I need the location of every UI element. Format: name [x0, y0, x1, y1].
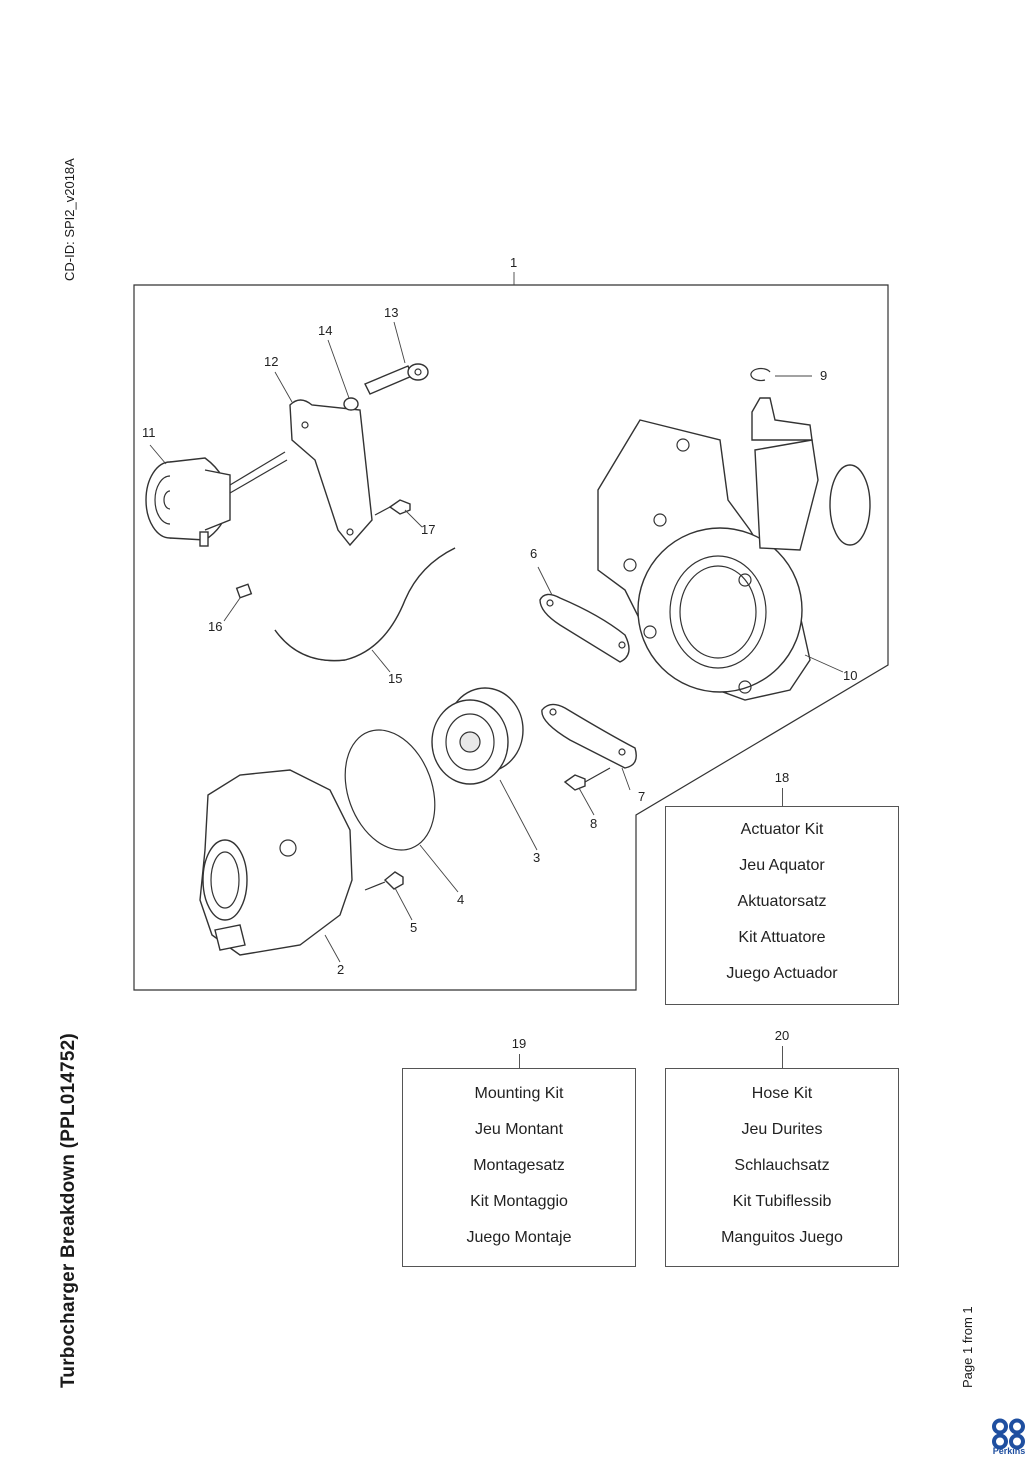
perkins-logo-icon	[992, 1418, 1025, 1450]
kit-line: Jeu Durites	[741, 1121, 823, 1138]
kit-20-number: 20	[774, 1028, 790, 1043]
gasket-6-part	[539, 593, 630, 663]
kit-19-box: Mounting Kit Jeu Montant Montagesatz Kit…	[402, 1068, 636, 1267]
callout-16: 16	[208, 619, 222, 634]
callout-2: 2	[337, 962, 344, 977]
callout-11: 11	[142, 425, 156, 440]
kit-line: Aktuatorsatz	[737, 893, 827, 910]
callout-14: 14	[318, 323, 332, 338]
callout-3: 3	[533, 850, 540, 865]
turbine-housing-part	[597, 397, 871, 701]
kit-18-number: 18	[774, 770, 790, 785]
callout-8: 8	[590, 816, 597, 831]
callout-12: 12	[264, 354, 278, 369]
callout-10: 10	[843, 668, 857, 683]
kit-18-tick	[782, 788, 783, 806]
kit-line: Jeu Montant	[474, 1121, 564, 1138]
callout-1: 1	[510, 255, 517, 270]
gasket-7-part	[541, 703, 637, 769]
kit-20-tick	[782, 1046, 783, 1068]
assembly-outline	[133, 284, 889, 991]
nut-part	[343, 397, 359, 411]
kit-19-number: 19	[511, 1036, 527, 1051]
o-ring-part	[344, 729, 436, 851]
kit-line: Kit Montaggio	[470, 1193, 568, 1210]
hose-clip-part	[235, 583, 253, 599]
kit-18-box: Actuator Kit Jeu Aquator Aktuatorsatz Ki…	[665, 806, 899, 1005]
callout-7: 7	[638, 789, 645, 804]
kit-line: Kit Tubiflessib	[732, 1193, 832, 1210]
actuator-part	[145, 451, 288, 547]
kit-line: Jeu Aquator	[739, 857, 825, 874]
bolt-5-part	[364, 871, 404, 891]
callout-6: 6	[530, 546, 537, 561]
perkins-brand-text: Perkins	[992, 1446, 1026, 1456]
kit-line: Juego Montaje	[466, 1229, 572, 1246]
callout-15: 15	[388, 671, 402, 686]
kit-line: Montagesatz	[473, 1157, 565, 1174]
kit-line: Schlauchsatz	[734, 1157, 830, 1174]
clip-part	[750, 367, 771, 382]
kit-line: Kit Attuatore	[738, 929, 826, 946]
compressor-housing-part	[199, 769, 353, 956]
kit-19-tick	[519, 1054, 520, 1068]
kit-line: Manguitos Juego	[721, 1229, 843, 1246]
callout-17: 17	[421, 522, 435, 537]
cartridge-part	[431, 687, 524, 785]
rod-end-part	[364, 363, 429, 395]
callout-9: 9	[820, 368, 827, 383]
bolt-8-part	[563, 767, 611, 791]
bolt-17-part	[374, 499, 411, 516]
callout-13: 13	[384, 305, 398, 320]
leader-lines	[149, 321, 844, 963]
callout-5: 5	[410, 920, 417, 935]
kit-20-box: Hose Kit Jeu Durites Schlauchsatz Kit Tu…	[665, 1068, 899, 1267]
callout-4: 4	[457, 892, 464, 907]
kit-line: Actuator Kit	[740, 821, 824, 838]
kit-line: Hose Kit	[751, 1085, 813, 1102]
kit-line: Juego Actuador	[726, 965, 838, 982]
bracket-part	[289, 399, 373, 547]
kit-line: Mounting Kit	[474, 1085, 564, 1102]
